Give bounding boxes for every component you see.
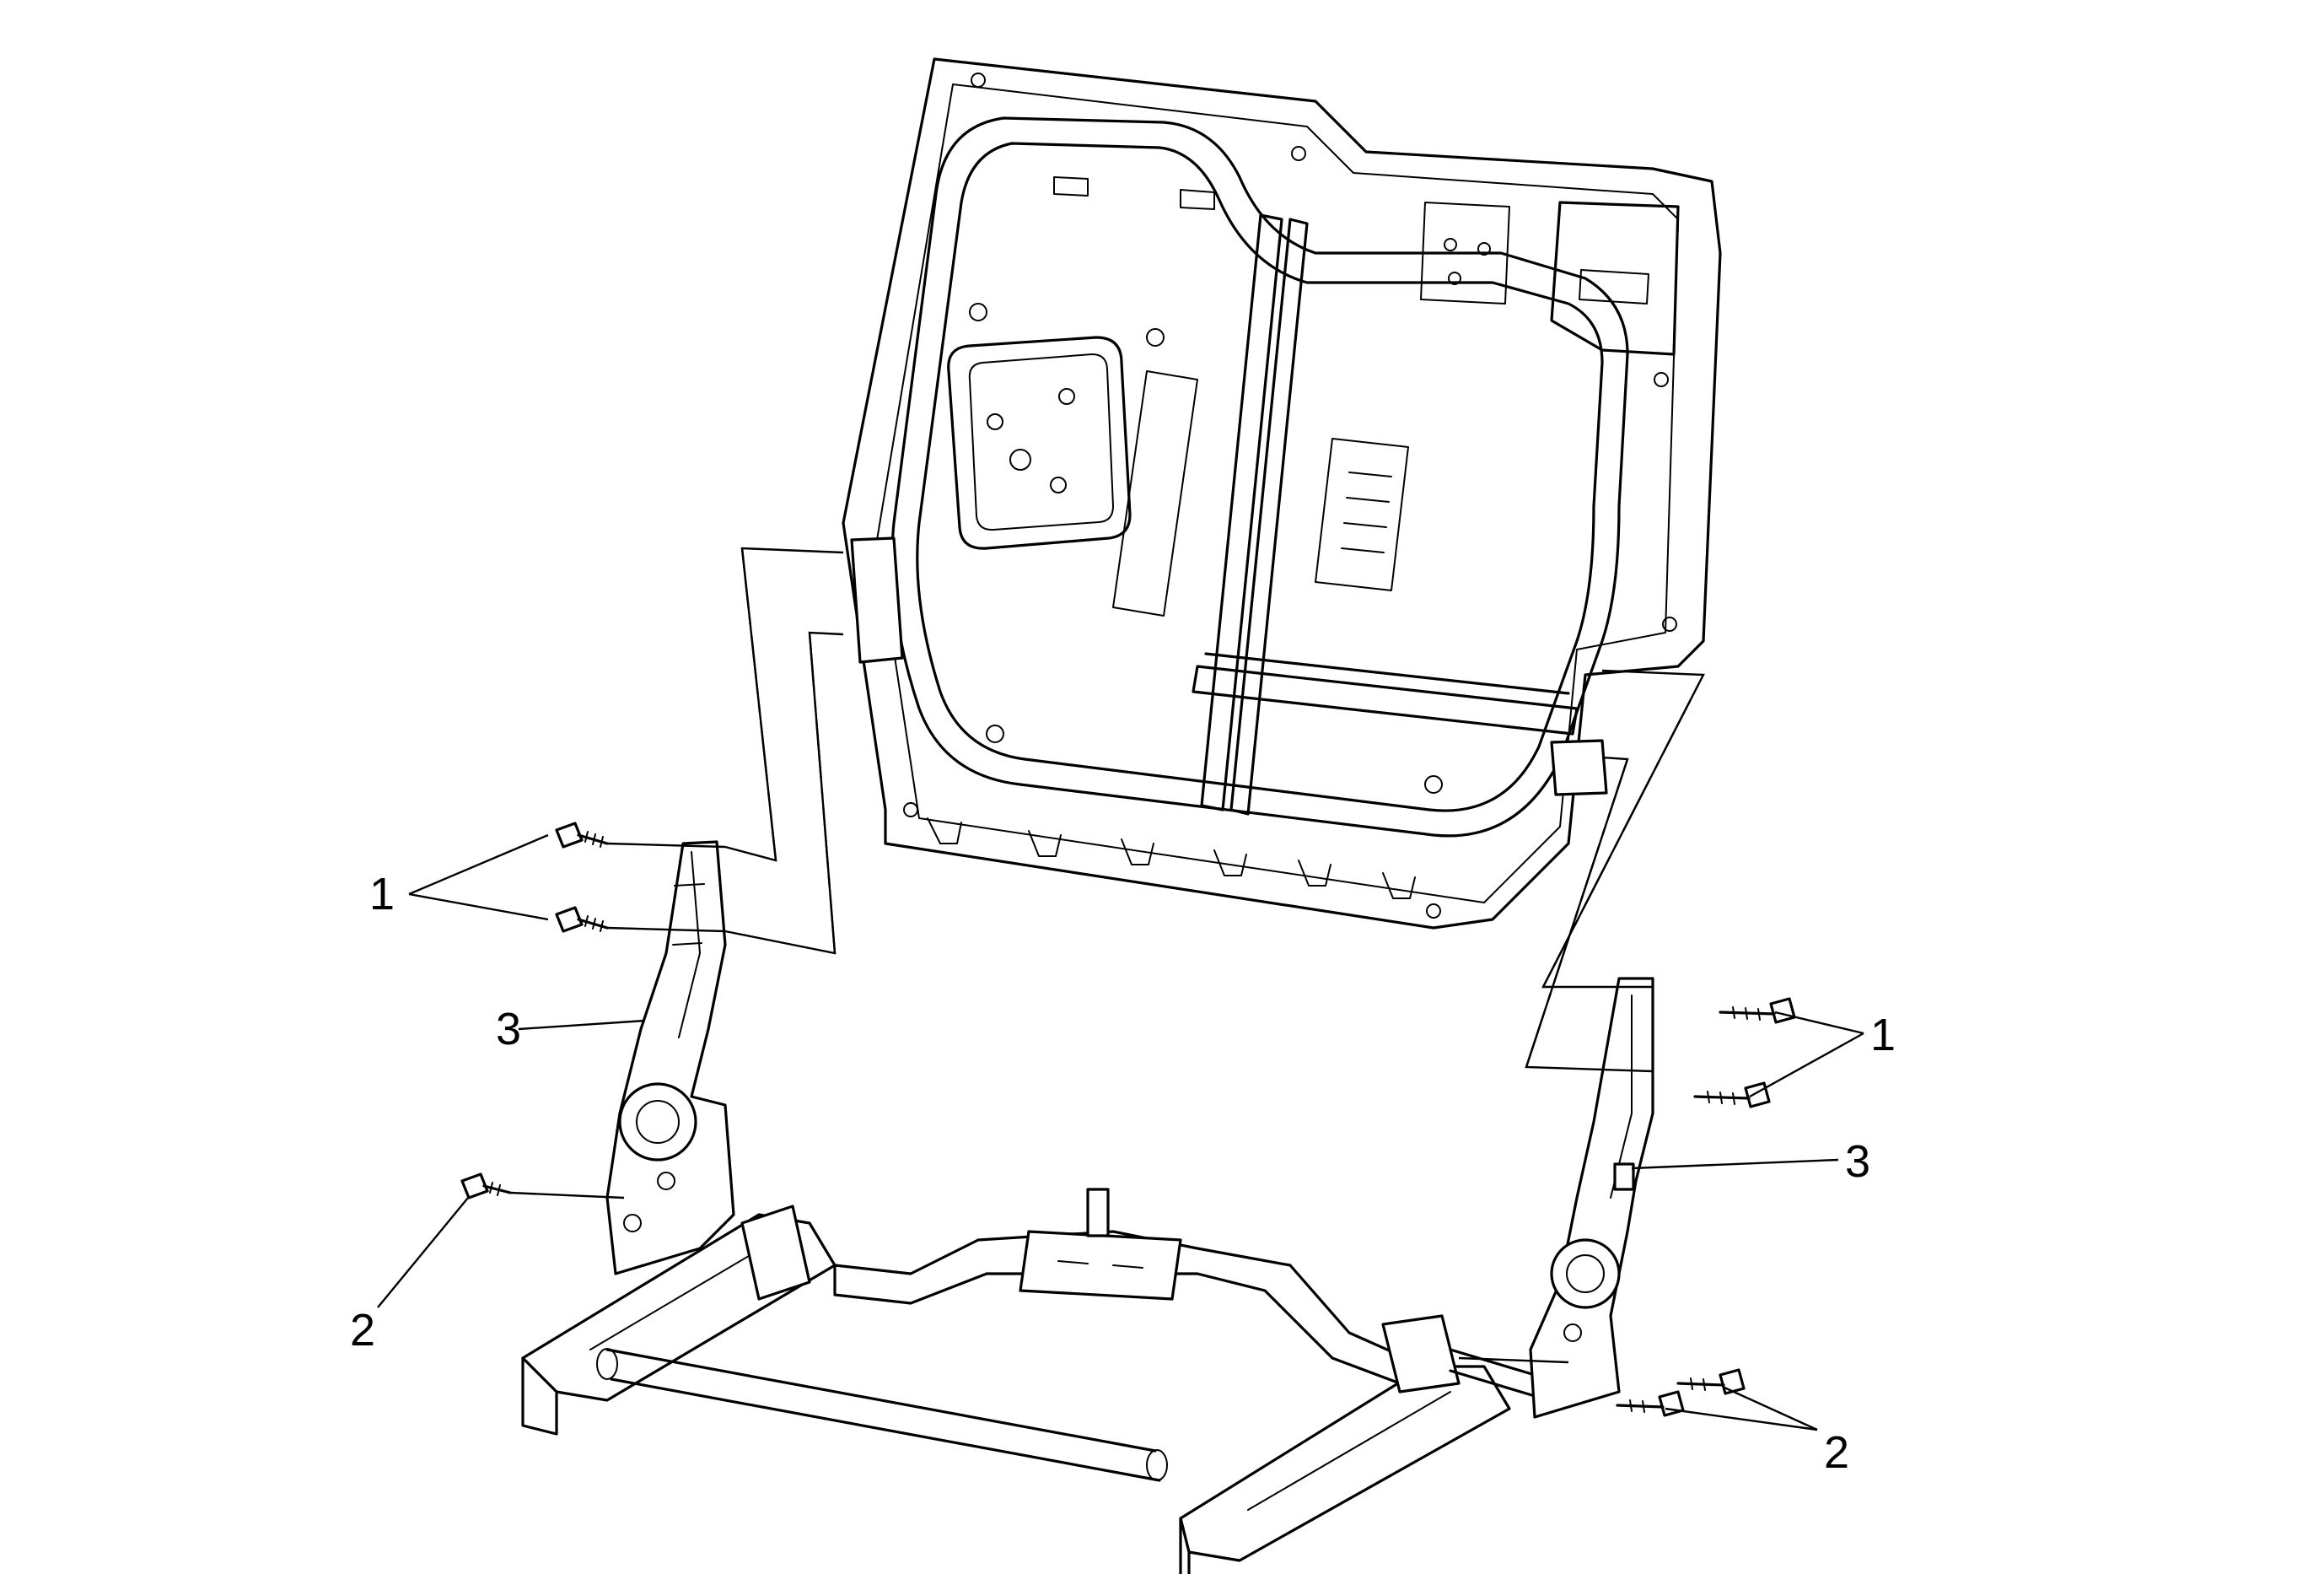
callout-leaders	[377, 833, 1864, 1431]
bolt-icon	[460, 1172, 512, 1199]
callout-right-bracket: 3	[1845, 1136, 1870, 1187]
recliner-bracket-icon	[1529, 977, 1654, 1419]
alignment-lines	[509, 547, 1705, 1364]
bolt-icon	[555, 906, 609, 933]
callout-left-bracket: 3	[496, 1004, 521, 1054]
seat-cushion-frame-icon	[521, 1188, 1536, 1574]
bolt-icon	[1693, 1081, 1771, 1108]
bolt-icon	[1719, 997, 1796, 1024]
callout-right-bolts-upper: 1	[1870, 1010, 1896, 1060]
callout-left-bolt-lower: 2	[350, 1305, 375, 1356]
recliner-bracket-icon	[605, 840, 735, 1275]
bolt-icon	[555, 822, 609, 849]
callout-left-bolts-upper: 1	[369, 869, 395, 919]
seatback-frame-icon	[842, 57, 1722, 930]
callout-right-bolts-lower: 2	[1824, 1427, 1849, 1478]
bolt-icon	[1616, 1390, 1685, 1417]
bolt-icon	[1676, 1368, 1746, 1395]
